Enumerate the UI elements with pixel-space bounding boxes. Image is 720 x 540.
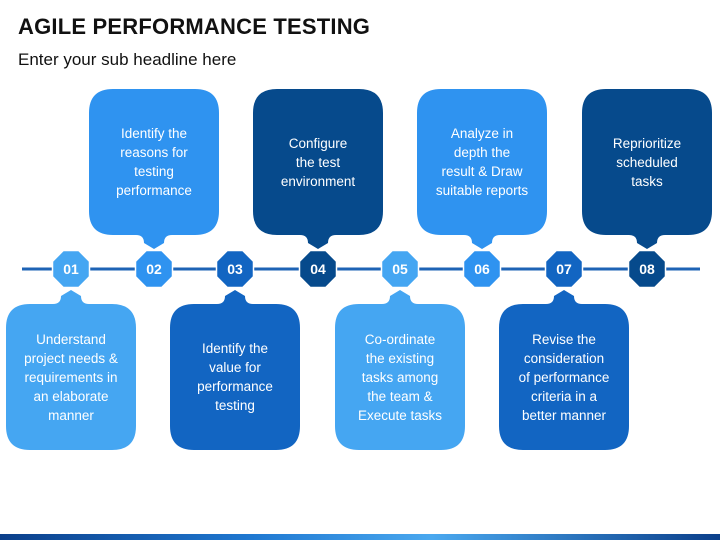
step-number-08: 08: [639, 261, 655, 277]
step-text-01: Understand project needs & requirements …: [24, 331, 118, 423]
step-marker-04: [298, 249, 338, 289]
step-text-05: Co-ordinate the existing tasks among the…: [357, 331, 443, 423]
step-box-08: [582, 89, 712, 249]
step-text-08: Reprioritize scheduled tasks: [612, 135, 682, 189]
step-box-06: [417, 89, 547, 249]
step-number-05: 05: [392, 261, 408, 277]
page-subtitle: Enter your sub headline here: [18, 50, 237, 69]
step-box-04: [253, 89, 383, 249]
step-marker-02: [134, 249, 174, 289]
page-title: AGILE PERFORMANCE TESTING: [18, 14, 371, 39]
step-text-06: Analyze in depth the result & Draw suita…: [435, 126, 529, 198]
step-text-04: Configure the test environment: [280, 135, 356, 189]
step-text-07: Revise the consideration of performance …: [518, 331, 610, 423]
step-number-02: 02: [146, 261, 162, 277]
step-marker-01: [51, 249, 91, 289]
step-marker-05: [380, 249, 420, 289]
step-number-07: 07: [556, 261, 572, 277]
step-marker-07: [544, 249, 584, 289]
step-number-03: 03: [227, 261, 243, 277]
step-text-03: Identify the value for performance testi…: [197, 341, 273, 413]
step-box-03: [170, 290, 300, 450]
step-marker-06: [462, 249, 502, 289]
footer-bar: [0, 534, 720, 540]
step-box-02: [89, 89, 219, 249]
step-number-04: 04: [310, 261, 326, 277]
step-text-02: Identify the reasons for testing perform…: [116, 126, 192, 198]
step-box-05: [335, 290, 465, 450]
step-box-01: [6, 290, 136, 450]
step-marker-08: [627, 249, 667, 289]
step-marker-03: [215, 249, 255, 289]
step-number-01: 01: [63, 261, 79, 277]
step-number-06: 06: [474, 261, 490, 277]
step-box-07: [499, 290, 629, 450]
